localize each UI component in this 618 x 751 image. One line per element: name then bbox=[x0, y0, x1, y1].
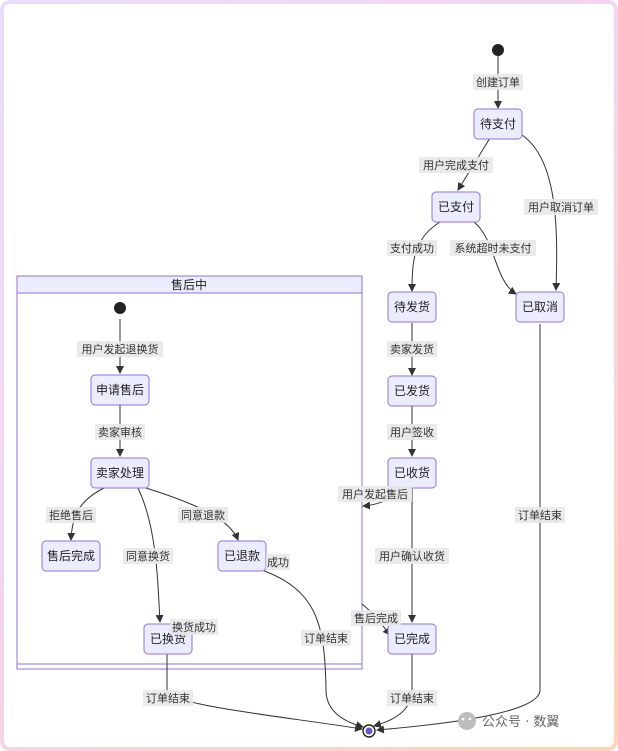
edge-paid-awaiting bbox=[408, 221, 441, 292]
label-order-end-cancelled: 订单结束 bbox=[515, 507, 565, 523]
label-pay-success: 支付成功 bbox=[387, 240, 437, 256]
svg-text:售后完成: 售后完成 bbox=[354, 611, 398, 625]
svg-text:用户取消订单: 用户取消订单 bbox=[528, 200, 594, 214]
state-cancelled: 已取消 bbox=[515, 291, 565, 323]
state-paid: 已支付 bbox=[431, 191, 481, 223]
watermark: 公众号 · 数翼 bbox=[458, 712, 559, 730]
svg-text:用户完成支付: 用户完成支付 bbox=[423, 158, 489, 172]
label-user-confirm-receipt: 用户确认收货 bbox=[375, 548, 449, 564]
svg-text:用户发起售后: 用户发起售后 bbox=[342, 487, 408, 501]
svg-text:订单结束: 订单结束 bbox=[304, 632, 348, 645]
end-point bbox=[362, 724, 376, 738]
svg-text:用户签收: 用户签收 bbox=[390, 425, 434, 439]
label-after-sales-complete: 售后完成 bbox=[351, 610, 401, 626]
svg-text:成功: 成功 bbox=[267, 556, 289, 569]
svg-text:已完成: 已完成 bbox=[394, 631, 430, 646]
label-user-pay-done: 用户完成支付 bbox=[419, 157, 493, 173]
edge-cancelled-end bbox=[376, 324, 541, 734]
state-completed: 已完成 bbox=[387, 623, 437, 655]
svg-text:拒绝售后: 拒绝售后 bbox=[49, 508, 93, 522]
label-user-cancel: 用户取消订单 bbox=[524, 199, 598, 215]
svg-text:待支付: 待支付 bbox=[480, 117, 516, 131]
label-user-sign: 用户签收 bbox=[387, 424, 437, 440]
svg-text:支付成功: 支付成功 bbox=[390, 242, 434, 255]
inner-start-point bbox=[114, 302, 126, 314]
svg-text:已发货: 已发货 bbox=[394, 383, 430, 398]
edge-refunded-end bbox=[261, 569, 364, 729]
state-refunded: 已退款 bbox=[217, 540, 267, 572]
label-refund-success-partial: 成功 bbox=[266, 554, 290, 570]
label-order-end-completed: 订单结束 bbox=[387, 690, 437, 706]
svg-text:卖家发货: 卖家发货 bbox=[390, 342, 434, 356]
state-awaiting-shipment: 待发货 bbox=[387, 291, 437, 323]
composite-title: 售后中 bbox=[171, 277, 207, 292]
watermark-text: 公众号 · 数翼 bbox=[482, 715, 559, 730]
svg-text:卖家审核: 卖家审核 bbox=[98, 425, 142, 439]
state-received: 已收货 bbox=[387, 457, 437, 489]
edge-labels: 创建订单 用户完成支付 用户取消订单 支付成功 系统超时未支付 卖家发货 用户签… bbox=[46, 74, 598, 706]
svg-text:用户确认收货: 用户确认收货 bbox=[379, 549, 445, 563]
label-user-initiate-return: 用户发起退换货 bbox=[77, 341, 163, 357]
svg-text:售后完成: 售后完成 bbox=[47, 548, 95, 563]
label-exchange-success-partial: 换货成功 bbox=[170, 619, 218, 635]
svg-text:订单结束: 订单结束 bbox=[390, 692, 434, 705]
label-agree-exchange: 同意换货 bbox=[123, 548, 173, 564]
svg-text:用户发起退换货: 用户发起退换货 bbox=[82, 342, 159, 356]
svg-text:卖家处理: 卖家处理 bbox=[96, 465, 144, 480]
svg-text:同意退款: 同意退款 bbox=[181, 508, 225, 522]
state-apply-after-sales: 申请售后 bbox=[90, 374, 150, 406]
label-user-initiate-after-sales: 用户发起售后 bbox=[338, 486, 412, 502]
svg-text:系统超时未支付: 系统超时未支付 bbox=[455, 241, 532, 255]
wechat-icon bbox=[458, 712, 476, 730]
svg-text:创建订单: 创建订单 bbox=[476, 75, 520, 89]
state-seller-processing: 卖家处理 bbox=[90, 457, 150, 489]
label-seller-ship: 卖家发货 bbox=[387, 341, 437, 357]
start-point bbox=[492, 44, 504, 56]
label-reject-after-sales: 拒绝售后 bbox=[46, 507, 96, 523]
label-seller-review: 卖家审核 bbox=[95, 424, 145, 440]
svg-text:订单结束: 订单结束 bbox=[518, 509, 562, 522]
svg-text:已收货: 已收货 bbox=[394, 465, 430, 480]
label-system-timeout: 系统超时未支付 bbox=[450, 240, 536, 256]
state-after-sales-done: 售后完成 bbox=[41, 540, 101, 572]
edge-paid-cancelled bbox=[473, 221, 517, 295]
svg-text:已退款: 已退款 bbox=[224, 549, 260, 563]
label-create-order: 创建订单 bbox=[473, 74, 523, 90]
label-order-end-exchanged: 订单结束 bbox=[143, 690, 193, 706]
state-shipped: 已发货 bbox=[387, 375, 437, 407]
label-order-end-refunded: 订单结束 bbox=[301, 630, 351, 646]
state-pending-payment: 待支付 bbox=[473, 108, 523, 140]
svg-text:已取消: 已取消 bbox=[522, 300, 558, 314]
svg-text:待发货: 待发货 bbox=[394, 299, 430, 314]
label-agree-refund: 同意退款 bbox=[178, 507, 228, 523]
svg-text:申请售后: 申请售后 bbox=[96, 382, 144, 397]
svg-text:同意换货: 同意换货 bbox=[126, 549, 170, 563]
svg-text:订单结束: 订单结束 bbox=[146, 692, 190, 705]
svg-text:换货成功: 换货成功 bbox=[172, 620, 216, 634]
composite-after-sales: 售后中 bbox=[16, 275, 363, 670]
svg-text:已支付: 已支付 bbox=[438, 200, 474, 214]
